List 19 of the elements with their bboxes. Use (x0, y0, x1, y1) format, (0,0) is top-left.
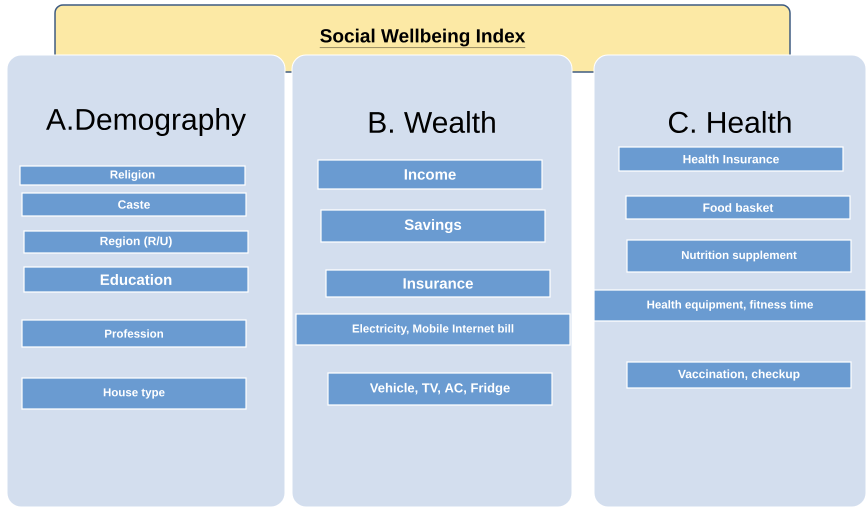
item-box: Food basket (625, 195, 851, 220)
item-box: Profession (21, 319, 247, 348)
item-box: Health equipment, fitness time (593, 289, 867, 322)
item-box: Insurance (325, 269, 551, 298)
item-box: Vaccination, checkup (626, 361, 852, 389)
column-heading: C. Health (669, 110, 791, 134)
item-box: Nutrition supplement (626, 239, 852, 273)
column-heading: A.Demography (46, 108, 246, 136)
item-box: Education (23, 266, 249, 293)
item-box: Religion (19, 165, 246, 186)
item-box: Caste (21, 192, 247, 217)
column-heading: B. Wealth (370, 110, 495, 134)
item-box: Savings (320, 209, 546, 243)
item-box: Health Insurance (618, 146, 844, 172)
item-box: House type (21, 377, 247, 410)
item-box: Vehicle, TV, AC, Fridge (327, 372, 553, 406)
item-box: Electricity, Mobile Internet bill (295, 313, 571, 346)
item-box: Income (317, 159, 543, 190)
item-box: Region (R/U) (23, 230, 249, 254)
